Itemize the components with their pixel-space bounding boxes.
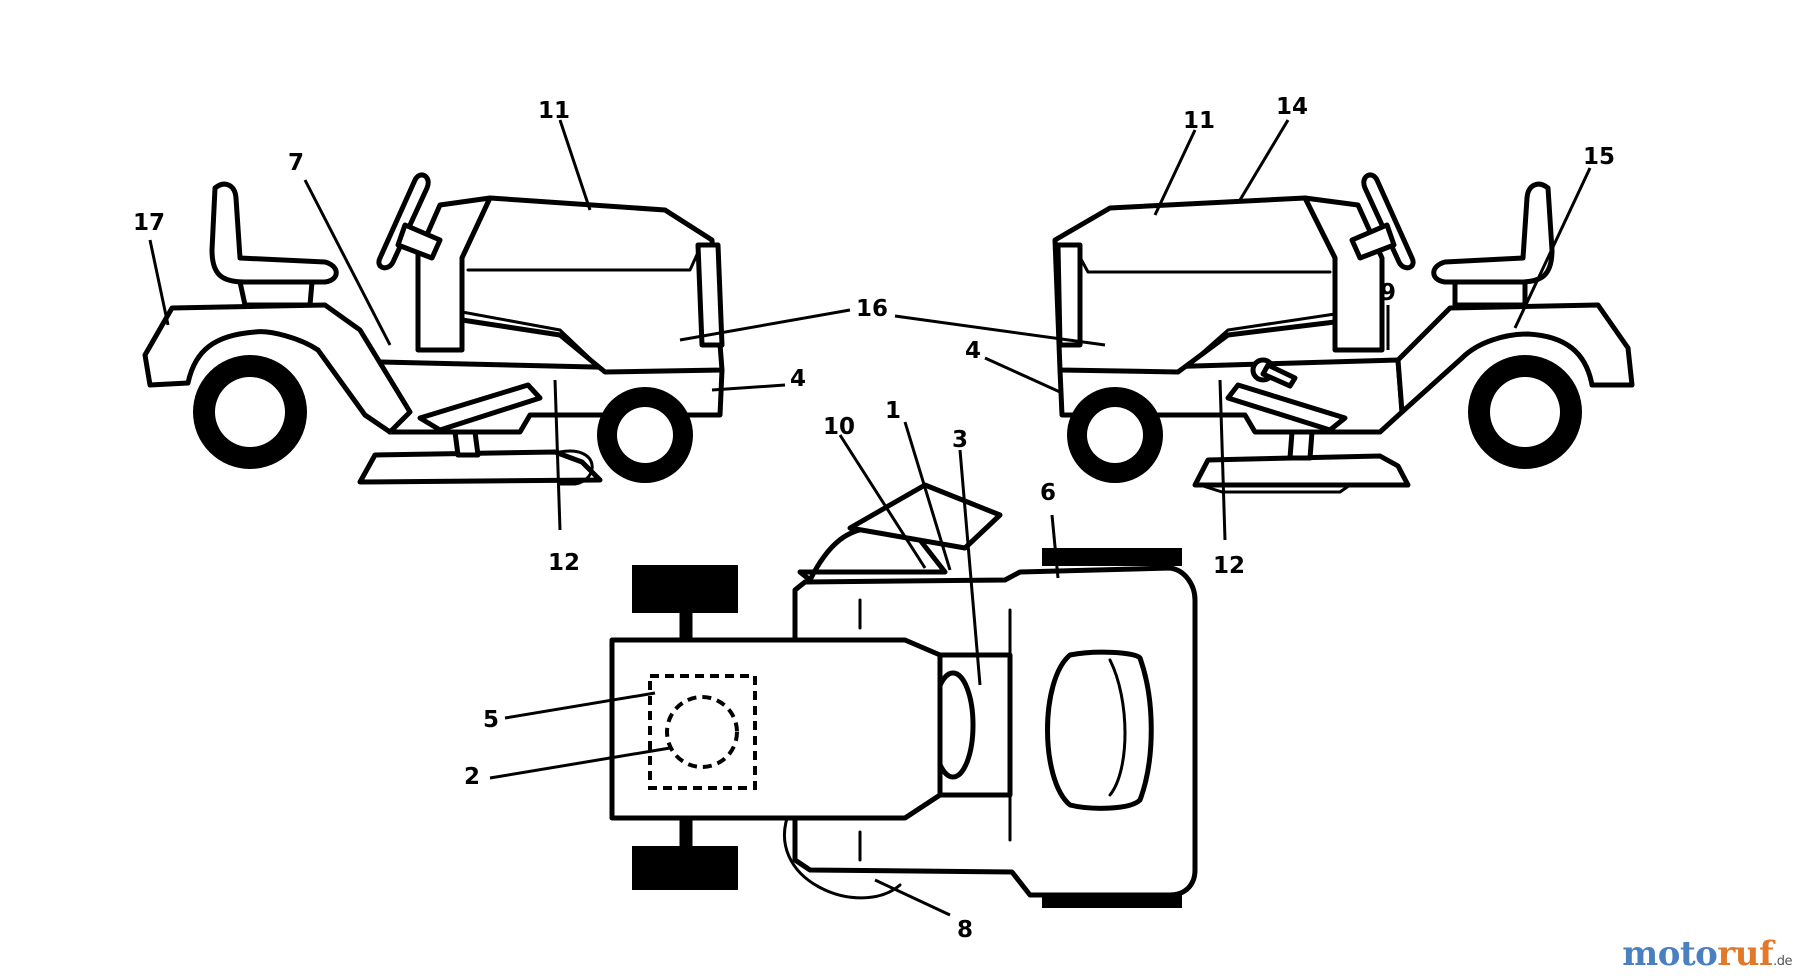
foot-pedal-right [1225,382,1348,433]
motoruf-watermark-logo: motoruf.de [1622,934,1792,974]
leader-right-11 [1153,129,1197,216]
steering-shaft-left [395,222,443,261]
steering-wheel-left [376,172,431,271]
tractor-left-side-view [142,172,725,486]
hood-lower-line-left [460,310,602,370]
callout-left-16: 16 [856,296,888,322]
leader-right-4 [984,356,1061,394]
tractor-right-side-view [1052,172,1635,494]
tractor-top-view [609,482,1198,908]
steering-wheel-right [1361,172,1416,271]
hood-right [1052,195,1338,375]
discharge-chute-top [847,482,1003,551]
hood-top [609,637,943,821]
callout-left-11: 11 [538,98,570,124]
callout-left-12: 12 [548,550,580,576]
callout-top-1: 1 [885,398,901,424]
leader-top-2 [489,746,671,780]
seat-post-left [237,279,315,308]
leader-left-16 [679,308,851,342]
watermark-part-b: ruf [1717,934,1774,974]
rear-hub-right [1490,377,1560,447]
deck-bottom-curve-top [782,808,902,900]
decal-outline-2 [665,695,739,769]
leader-top-10 [838,434,927,569]
callout-top-8: 8 [957,917,973,943]
steering-shaft-right [1349,222,1397,261]
mower-deck-left [357,449,603,485]
decal-outline-5 [648,674,757,790]
leader-left-17 [148,239,170,326]
leader-top-1 [903,421,952,571]
leader-top-8 [874,878,951,917]
front-hub-left [617,407,673,463]
seat-top [1045,649,1154,811]
callout-right-9: 9 [1380,280,1396,306]
callout-right-12: 12 [1213,553,1245,579]
mower-deck-right [1192,453,1411,488]
callout-left-7: 7 [288,150,304,176]
callout-labels: 17 7 11 16 4 12 11 14 15 9 4 12 10 1 3 6… [133,94,1615,943]
rear-hub-left [215,377,285,447]
callout-right-4: 4 [965,338,981,364]
lever-right [1260,362,1298,389]
callout-right-15: 15 [1583,144,1615,170]
grille-right [1055,242,1083,348]
callout-top-3: 3 [952,427,968,453]
rear-fender-left [142,302,413,435]
leader-right-12 [1218,379,1227,541]
leader-left-7 [303,179,392,346]
front-axle-top-lower [679,815,693,849]
leader-right-15 [1513,167,1592,329]
front-hub-right [1087,407,1143,463]
seat-back-right [1431,181,1555,285]
leader-right-16 [894,314,1106,347]
front-tire-top-left [632,565,738,613]
front-tire-top-right [632,846,738,890]
foot-pedal-left [417,382,543,433]
hood-left [459,195,725,375]
callout-left-17: 17 [133,210,165,236]
leader-lines [148,119,1592,917]
rear-fender-right [1395,302,1635,415]
deck-hanger-left [452,429,481,458]
leader-left-11 [558,119,592,211]
grille-left [695,242,725,348]
callout-top-5: 5 [483,707,499,733]
front-axle-top-upper [679,609,693,643]
leader-right-14 [1238,119,1290,201]
leader-left-4 [711,383,786,392]
watermark-part-a: moto [1622,934,1718,974]
rear-tire-top-upper [1042,548,1182,566]
callout-top-6: 6 [1040,480,1056,506]
leader-left-12 [553,379,562,531]
leader-top-6 [1050,514,1060,579]
watermark-tld: .de [1773,954,1792,969]
callout-top-10: 10 [823,414,855,440]
deck-chute-left [558,449,594,486]
seat-line-top [1108,658,1127,797]
deck-hanger-right [1287,429,1315,461]
leader-top-5 [504,691,656,720]
callout-right-11: 11 [1183,108,1215,134]
callout-right-14: 14 [1276,94,1308,120]
callout-top-2: 2 [464,764,480,790]
hood-lower-line-right [1183,312,1337,370]
seat-post-right [1452,279,1528,308]
seat-back-left [209,181,339,285]
callout-left-4: 4 [790,366,806,392]
leader-top-3 [958,449,982,686]
deck-chute-right [1198,483,1352,494]
